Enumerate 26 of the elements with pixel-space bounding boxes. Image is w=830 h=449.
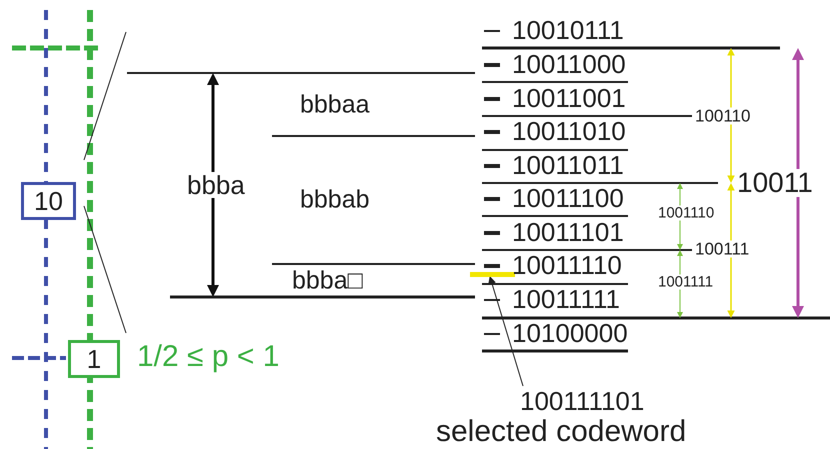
interval-box: 1 <box>68 340 120 378</box>
dimension-label: 100111 <box>694 240 750 258</box>
dimension-label: 10011 <box>736 169 814 197</box>
leader-line <box>488 276 524 386</box>
codeword-label: 10011000 <box>512 51 626 77</box>
dimension-label: 100110 <box>694 108 752 124</box>
codeword-label: 10010111 <box>512 17 624 43</box>
callout-text-line: selected codeword <box>436 416 686 448</box>
interval-label: bbba□ <box>292 268 363 294</box>
codeword-label: 10011011 <box>512 152 624 178</box>
codeword-label: 10011111 <box>512 286 620 312</box>
codeword-label: 10011101 <box>512 219 624 245</box>
codeword-label: 10011110 <box>512 252 622 278</box>
callout-text-line: 100111101 <box>520 386 644 416</box>
probability-range: 1/2 ≤ p < 1 <box>137 342 280 372</box>
marker-bar <box>470 272 515 277</box>
interval-label: bbbaa <box>300 92 370 118</box>
interval-box: 10 <box>21 182 76 220</box>
codeword-label: 10011001 <box>512 85 626 111</box>
codeword-label: 10100000 <box>512 320 628 346</box>
dimension-label: 1001111 <box>657 274 714 290</box>
codeword-label: 10011010 <box>512 118 626 144</box>
dimension-label: 1001110 <box>657 206 716 220</box>
codeword-label: 10011100 <box>512 185 624 211</box>
interval-label: bbba <box>186 172 246 198</box>
interval-label: bbbab <box>300 188 370 212</box>
